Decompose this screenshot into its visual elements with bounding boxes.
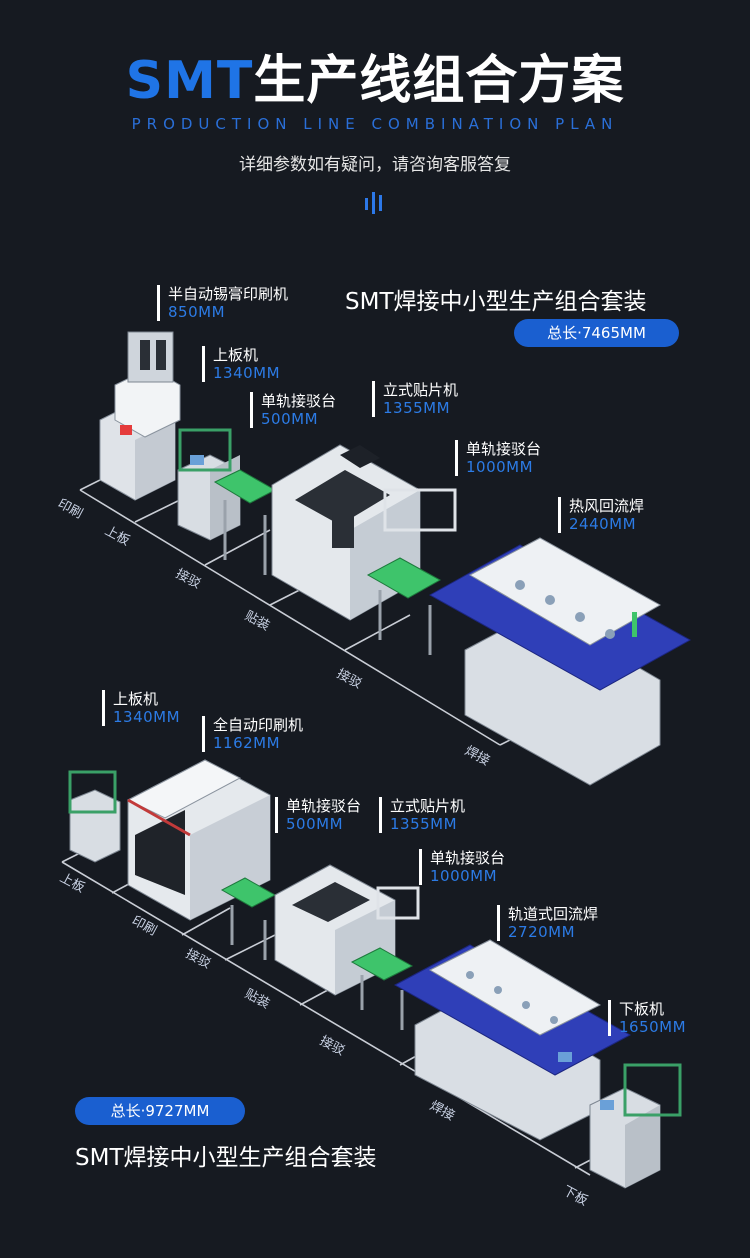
machine-size: 1340MM — [213, 364, 281, 382]
set1-machine-2-label: 上板机 1340MM — [202, 346, 280, 382]
machine-name: 上板机 — [213, 346, 259, 364]
machine-size: 2720MM — [508, 923, 576, 941]
machine-size: 1162MM — [213, 734, 281, 752]
machine-name: 轨道式回流焊 — [508, 905, 599, 923]
machine-size: 500MM — [286, 815, 344, 833]
page-subtitle: PRODUCTION LINE COMBINATION PLAN — [131, 115, 619, 133]
machine-name: 半自动锡膏印刷机 — [168, 285, 289, 303]
page-note: 详细参数如有疑问，请咨询客服答复 — [239, 155, 511, 175]
set2-name: SMT焊接中小型生产组合套装 — [75, 1145, 377, 1171]
machine-size: 1000MM — [466, 458, 534, 476]
set1-total-badge: 总长·7465MM — [514, 319, 679, 347]
set2-machine-5-label: 单轨接驳台 1000MM — [419, 849, 505, 885]
machine-size: 2440MM — [569, 515, 637, 533]
machine-size: 1340MM — [113, 708, 181, 726]
machine-size: 1355MM — [383, 399, 451, 417]
machine-name: 下板机 — [619, 1000, 665, 1018]
title-rest: 生产线组合方案 — [253, 51, 625, 111]
machine-size: 850MM — [168, 303, 226, 321]
machine-name: 单轨接驳台 — [261, 392, 337, 410]
set2-machine-2-label: 全自动印刷机 1162MM — [202, 716, 303, 752]
set1-machine-6-label: 热风回流焊 2440MM — [558, 497, 644, 533]
set1-machine-3-label: 单轨接驳台 500MM — [250, 392, 336, 428]
machine-name: 全自动印刷机 — [213, 716, 304, 734]
machine-size: 1000MM — [430, 867, 498, 885]
machine-name: 单轨接驳台 — [430, 849, 506, 867]
set2-total-badge: 总长·9727MM — [75, 1097, 245, 1125]
title-accent: SMT — [125, 51, 254, 111]
machine-name: 单轨接驳台 — [286, 797, 362, 815]
set2-machine-3-label: 单轨接驳台 500MM — [275, 797, 361, 833]
machine-name: 立式贴片机 — [383, 381, 459, 399]
header: SMT生产线组合方案 PRODUCTION LINE COMBINATION P… — [0, 0, 750, 260]
set2-machine-7-label: 下板机 1650MM — [608, 1000, 686, 1036]
set2-machine-4-label: 立式贴片机 1355MM — [379, 797, 465, 833]
machine-name: 立式贴片机 — [390, 797, 466, 815]
set2-machine-1-label: 上板机 1340MM — [102, 690, 180, 726]
machine-size: 1355MM — [390, 815, 458, 833]
machine-name: 上板机 — [113, 690, 159, 708]
set2-machine-6-label: 轨道式回流焊 2720MM — [497, 905, 598, 941]
divider-mark-icon — [363, 192, 387, 214]
machine-size: 1650MM — [619, 1018, 687, 1036]
machine-size: 500MM — [261, 410, 319, 428]
set1-machine-1-label: 半自动锡膏印刷机 850MM — [157, 285, 288, 321]
set1-name: SMT焊接中小型生产组合套装 — [345, 289, 647, 315]
set1-machine-5-label: 单轨接驳台 1000MM — [455, 440, 541, 476]
page-title: SMT生产线组合方案 — [0, 38, 750, 113]
set1-machine-4-label: 立式贴片机 1355MM — [372, 381, 458, 417]
machine-name: 热风回流焊 — [569, 497, 645, 515]
machine-name: 单轨接驳台 — [466, 440, 542, 458]
